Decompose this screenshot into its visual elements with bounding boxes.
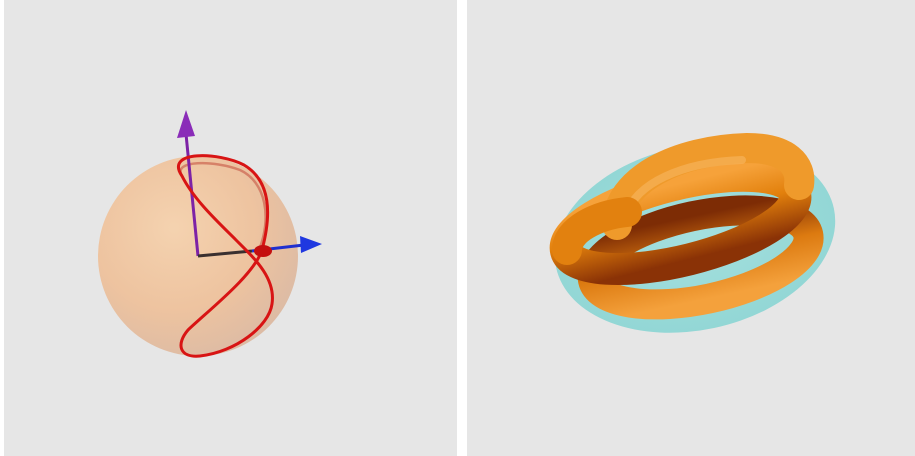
vertical-axis <box>184 133 200 257</box>
torus-arch <box>602 132 815 240</box>
axis-origin-segment <box>197 249 253 258</box>
curve-point-marker <box>254 245 272 257</box>
sphere-scene <box>98 110 322 358</box>
left-3d-viewport[interactable] <box>4 0 457 456</box>
torus-scene <box>549 132 836 333</box>
curve-back-segment <box>179 161 267 251</box>
space-curve <box>177 154 274 358</box>
vertical-axis-arrowhead <box>177 110 195 138</box>
right-3d-viewport[interactable] <box>467 0 915 456</box>
horizontal-axis-arrowhead <box>300 236 322 253</box>
torus-crossing <box>552 197 642 265</box>
